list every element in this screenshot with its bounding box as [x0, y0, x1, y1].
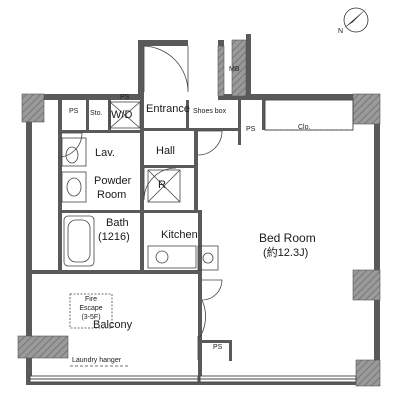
pipe-space-label: PS: [69, 108, 79, 115]
interior-walls: [32, 100, 265, 380]
door-swings: [57, 45, 223, 360]
hall-label: Hall: [156, 145, 175, 157]
kitchen-label: Kitchen: [161, 229, 198, 241]
bath-size: (1216): [98, 231, 130, 243]
fire-escape-line1: Fire: [84, 296, 98, 303]
fixtures: [61, 101, 219, 271]
entrance-label: Entrance: [146, 103, 191, 115]
meter-box-label: MB: [229, 66, 240, 73]
windows: [29, 375, 357, 383]
lavatory-label: Lav.: [95, 147, 115, 159]
washer-dryer-label: W/D: [111, 109, 133, 121]
powder-room-line1: Powder: [94, 175, 132, 187]
closet-label: Clo.: [298, 124, 311, 131]
powder-room-line2: Room: [97, 189, 127, 201]
fire-escape-line3: (3-5F): [81, 314, 101, 321]
north-arrow-icon: N: [338, 7, 369, 35]
pipe-space-label: PS: [213, 344, 223, 351]
closet-outline: [264, 99, 354, 131]
fire-escape-hatch: [69, 293, 113, 329]
structural-columns: [17, 39, 381, 387]
laundry-hanger-label: Laundry hanger: [72, 357, 122, 364]
fire-escape-line2: Escape: [79, 305, 103, 312]
pipe-space-label: PS: [246, 126, 256, 133]
bedroom-size: (約12.3J): [263, 247, 309, 259]
shoes-box-label: Shoes box: [193, 108, 227, 115]
bedroom-label: Bed Room: [259, 231, 316, 245]
balcony-label: Balcony: [93, 319, 133, 331]
pipe-space-label: PS: [120, 94, 130, 101]
exterior-walls: [26, 34, 380, 385]
storage-label: Sto.: [90, 110, 103, 117]
svg-text:N: N: [338, 28, 343, 35]
bath-label: Bath: [106, 217, 129, 229]
refrigerator-label: R: [158, 179, 166, 191]
